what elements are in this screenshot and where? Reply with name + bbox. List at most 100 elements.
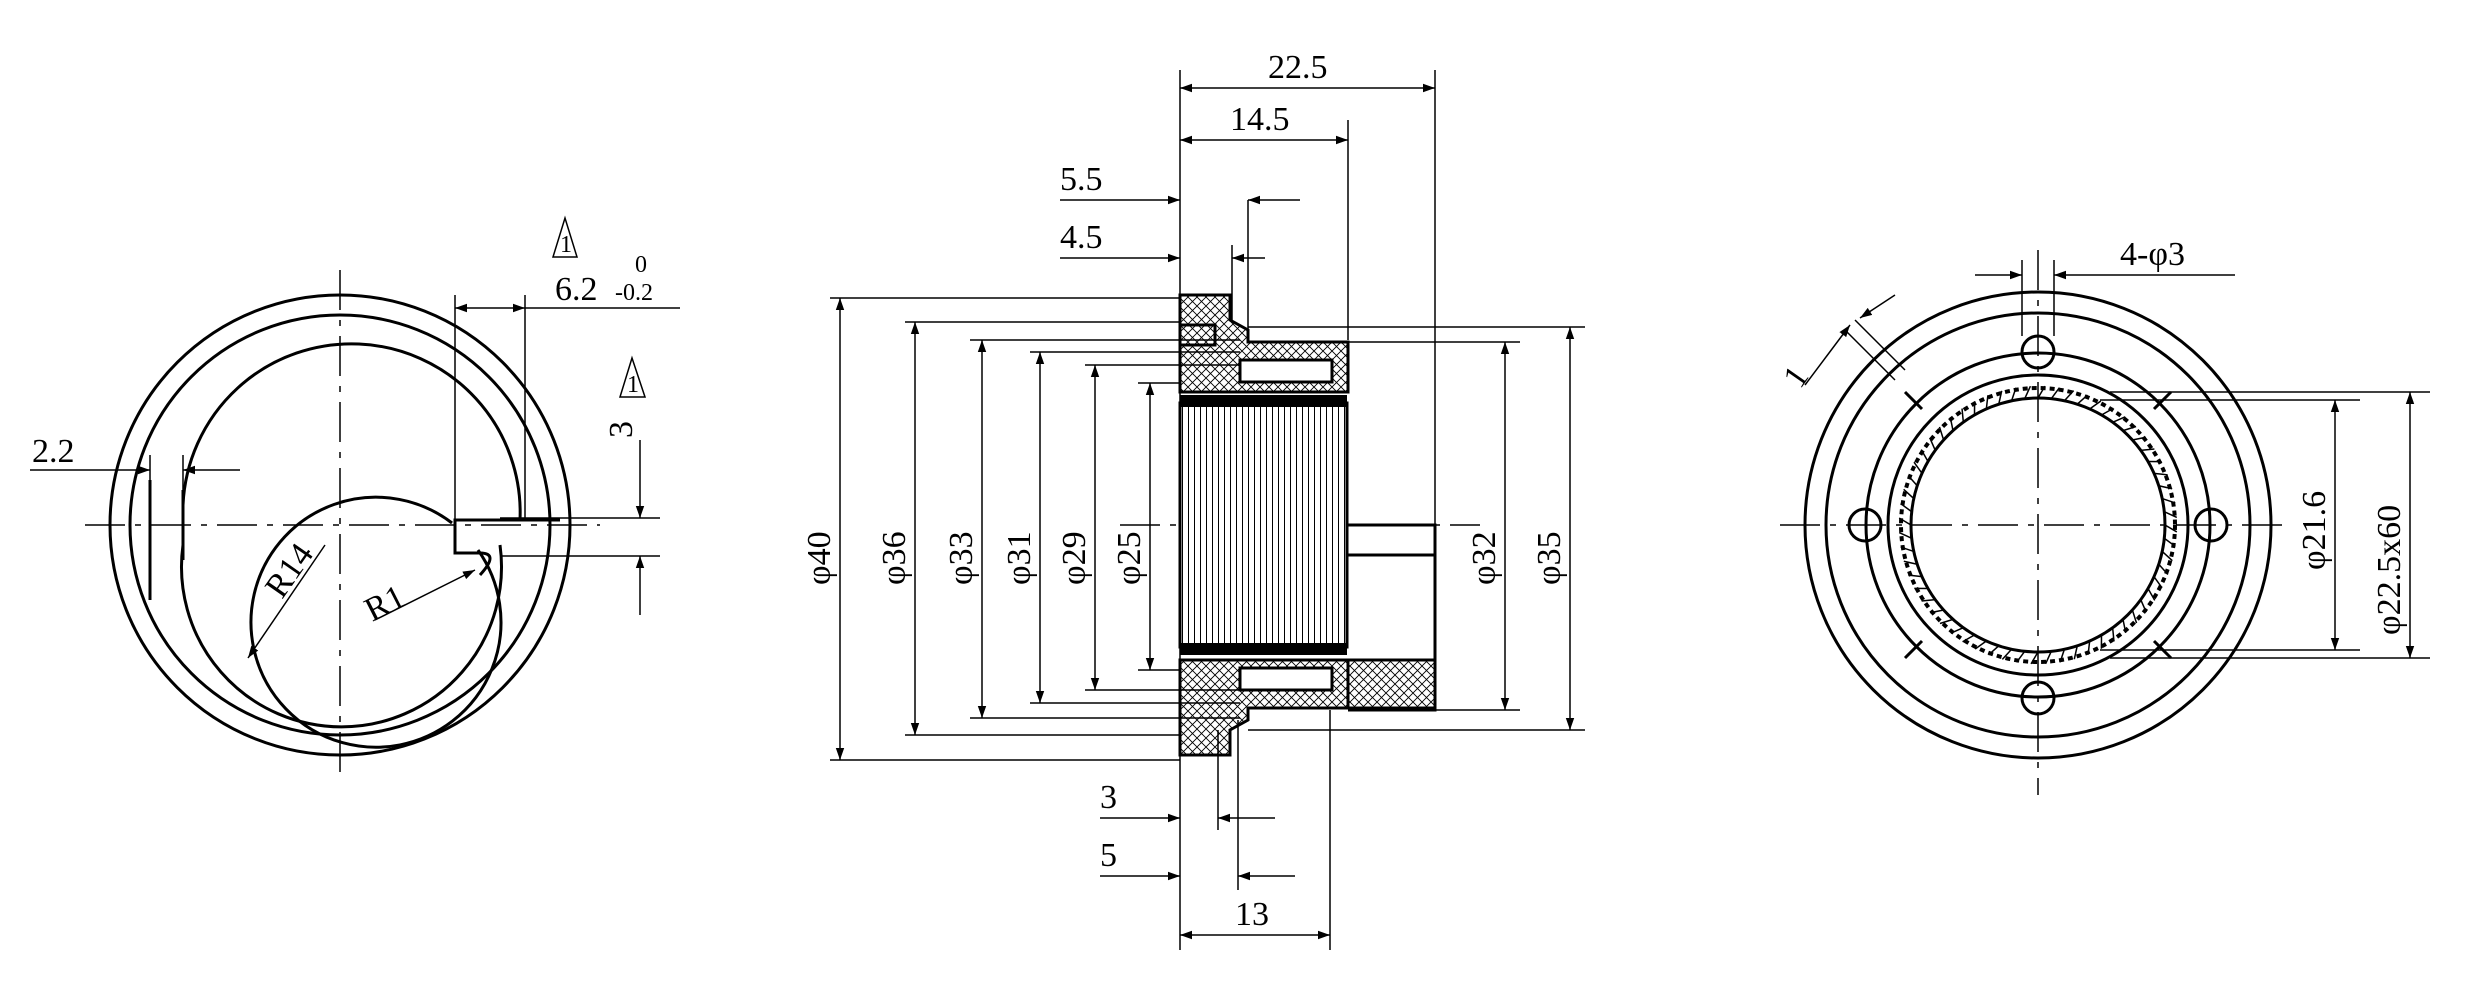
label-4-5: 4.5 xyxy=(1060,219,1103,256)
dim-slot-width: 6.2 xyxy=(555,271,598,308)
spline-tooth xyxy=(1998,390,2003,405)
spline-tooth xyxy=(2024,385,2032,400)
dim-gap: 2.2 xyxy=(32,433,75,470)
spline-tooth xyxy=(2140,448,2155,452)
left-outer-circle xyxy=(108,293,572,757)
hole-bottom xyxy=(2020,680,2056,716)
label-13: 13 xyxy=(1235,896,1269,933)
spline-tooth xyxy=(2153,472,2168,476)
revision-triangle-2 xyxy=(618,355,647,398)
label-dim-one: 1 xyxy=(1776,359,1816,394)
spline-tooth xyxy=(2001,648,2013,660)
label-dia-25: φ25 xyxy=(1111,531,1148,585)
dim-1-ext1 xyxy=(1844,329,1896,381)
spline-tooth xyxy=(2087,640,2091,655)
hole-left xyxy=(1847,507,1883,543)
spline-tooth xyxy=(2153,576,2163,589)
flange-bottom-slot xyxy=(1238,666,1334,692)
spline-tooth xyxy=(1898,531,1913,539)
spline-tooth xyxy=(1908,574,1923,578)
spline-tooth xyxy=(2089,400,2102,410)
hole-right xyxy=(2193,507,2229,543)
spline-tooth xyxy=(2044,650,2052,665)
dim-1-ext2 xyxy=(1854,319,1906,371)
label-dia-33: φ33 xyxy=(943,531,980,585)
spline-tooth xyxy=(1987,645,2000,656)
spline-tooth xyxy=(1921,598,1936,602)
right-ring-1 xyxy=(1824,311,2252,739)
spline-tooth xyxy=(2111,627,2115,642)
label-dia-32: φ32 xyxy=(1466,531,1503,585)
label-spline: φ22.5x60 xyxy=(2371,505,2408,635)
spline-tooth xyxy=(1920,449,1929,462)
spline-tooth xyxy=(1938,426,1945,441)
spline-tooth xyxy=(2063,390,2075,402)
spline-tooth xyxy=(2073,645,2078,660)
spline-tooth xyxy=(2101,407,2114,416)
spline-tooth xyxy=(2140,599,2147,613)
spline-tooth xyxy=(2158,563,2169,576)
label-3: 3 xyxy=(1100,779,1117,816)
label-5: 5 xyxy=(1100,837,1117,874)
revision-triangle-1 xyxy=(551,215,579,258)
label-14-5: 14.5 xyxy=(1230,101,1290,138)
spline-tooth xyxy=(1900,546,1915,553)
dim-slot-tol-upper: 0 xyxy=(635,252,647,278)
spline-tooth xyxy=(1961,408,1965,423)
spline-tooth xyxy=(1898,517,1912,526)
spline-tooth xyxy=(1974,640,1987,650)
spline-tooth xyxy=(1929,437,1936,451)
spline-tooth xyxy=(2122,619,2127,633)
spline-tooth xyxy=(2164,524,2178,533)
spline-tooth xyxy=(2030,651,2039,665)
dim-radius-small: R1 xyxy=(359,578,411,629)
right-outer-circle xyxy=(1803,290,2273,760)
spline-tooth xyxy=(2059,648,2066,663)
spline-tooth xyxy=(1939,618,1954,625)
label-holes: 4-φ3 xyxy=(2120,236,2185,273)
hub-upper-band xyxy=(1180,395,1347,407)
dim-r1-leader xyxy=(374,569,476,621)
left-gap xyxy=(148,480,185,600)
left-keyslot xyxy=(453,518,560,577)
spline-tooth xyxy=(1949,417,1954,431)
dim-1-arrow1 xyxy=(1804,324,1851,386)
spline-tooth xyxy=(2050,387,2061,400)
label-dia-29: φ29 xyxy=(1056,531,1093,585)
flange-top-slot xyxy=(1238,358,1334,384)
spline-tooth xyxy=(2112,416,2126,423)
spline-tooth xyxy=(2147,588,2156,601)
notch-1 xyxy=(1903,390,1924,411)
label-22-5: 22.5 xyxy=(1268,49,1328,86)
hub-lower-band xyxy=(1180,643,1347,655)
left-bore xyxy=(249,495,503,749)
spline-tooth xyxy=(2163,537,2176,548)
left-view-text: 1 1 6.2 0 -0.2 3 2.2 R14 R1 xyxy=(32,232,653,629)
right-view xyxy=(1780,250,2430,795)
dim-r14-leader xyxy=(247,544,326,659)
spline-tooth xyxy=(1962,634,1975,643)
spline-tooth xyxy=(2158,485,2173,490)
label-5-5: 5.5 xyxy=(1060,161,1103,198)
dim-1-arrow2 xyxy=(1859,294,1896,319)
right-spline-outer xyxy=(1899,386,2177,664)
right-view-text: 4-φ3 φ21.6 φ22.5x60 1 xyxy=(1776,236,2408,635)
dim-radius-large: R14 xyxy=(258,537,321,605)
spline-tooth xyxy=(1930,609,1944,614)
label-dia-216: φ21.6 xyxy=(2296,491,2333,570)
left-slotted-ring-2 xyxy=(180,544,503,729)
knurled-hub xyxy=(1178,401,1349,649)
spline-tooth xyxy=(2161,497,2176,504)
revision-mark-1: 1 xyxy=(560,232,572,258)
label-dia-40: φ40 xyxy=(801,531,838,585)
right-ring-2 xyxy=(1864,351,2212,699)
label-dia-31: φ31 xyxy=(1001,531,1038,585)
spline-tooth xyxy=(2015,650,2026,663)
spline-tooth xyxy=(2163,511,2178,519)
section-view-text: 22.5 14.5 5.5 4.5 3 5 13 φ40 φ36 φ33 φ31… xyxy=(801,49,1568,933)
label-dia-35: φ35 xyxy=(1531,531,1568,585)
spline-tooth xyxy=(2076,394,2089,405)
dim-height: 3 xyxy=(603,421,640,438)
spline-tooth xyxy=(1900,502,1913,513)
